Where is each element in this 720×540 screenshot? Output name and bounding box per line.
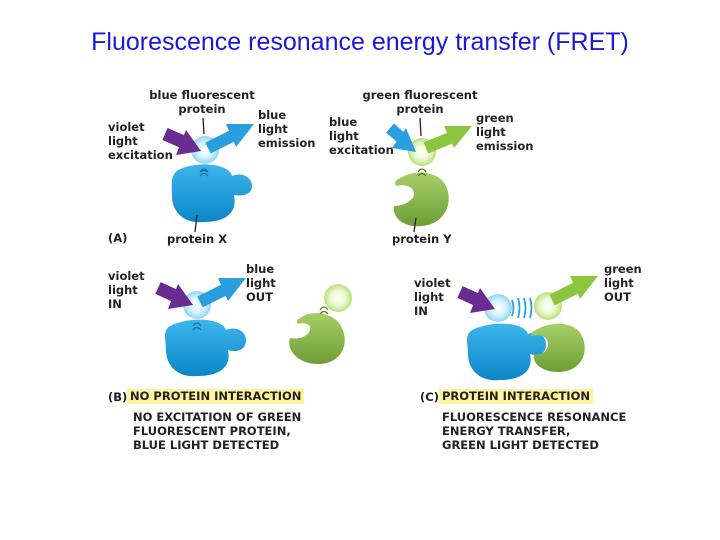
blue-excitation-label: blue light excitation	[329, 115, 394, 157]
protein-x-body-b	[165, 320, 246, 377]
green-out-arrow-c	[552, 276, 598, 300]
gfp-bulb-b	[324, 284, 352, 312]
violet-in-label-b: violet light IN	[108, 269, 145, 311]
protein-y-assembly	[390, 118, 472, 232]
blue-out-label-b: blue light OUT	[246, 262, 276, 304]
bfp-pointer-line	[203, 118, 204, 134]
protein-y-linker-b	[320, 307, 328, 314]
panel-c-letter: (C)	[420, 390, 439, 404]
protein-x-assembly	[165, 118, 254, 232]
violet-in-label-c: violet light IN	[414, 276, 451, 318]
protein-y-body-b	[289, 313, 345, 364]
green-emission-arrow-a	[426, 126, 472, 148]
protein-y-label: protein Y	[392, 232, 452, 246]
green-emission-label: green light emission	[476, 111, 533, 153]
panel-b-blue-protein	[158, 278, 246, 376]
no-interaction-highlight: NO PROTEIN INTERACTION	[127, 389, 304, 404]
bfp-label: blue fluorescent protein	[146, 88, 258, 116]
panel-b-green-protein	[289, 284, 352, 364]
panel-b-letter: (B)	[108, 390, 127, 404]
panel-b-caption: NO EXCITATION OF GREEN FLUORESCENT PROTE…	[133, 410, 301, 452]
gfp-pointer-line	[420, 118, 421, 136]
violet-excitation-label: violet light excitation	[108, 120, 173, 162]
gfp-label: green fluorescent protein	[362, 88, 478, 116]
blue-excitation-arrow-a	[390, 128, 416, 152]
protein-x-body	[172, 164, 252, 222]
blue-emission-arrow-a	[208, 124, 254, 148]
green-out-label-c: green light OUT	[604, 262, 642, 304]
blue-out-arrow-b	[200, 278, 246, 302]
blue-emission-label: blue light emission	[258, 108, 315, 150]
protein-x-label: protein X	[167, 232, 227, 246]
panel-c-caption: FLUORESCENCE RESONANCE ENERGY TRANSFER, …	[442, 410, 626, 452]
protein-y-body	[394, 172, 449, 226]
interaction-highlight: PROTEIN INTERACTION	[439, 389, 593, 404]
panel-a-letter: (A)	[108, 231, 127, 245]
panel-c-complex	[460, 276, 598, 380]
energy-transfer-waves	[512, 298, 532, 318]
